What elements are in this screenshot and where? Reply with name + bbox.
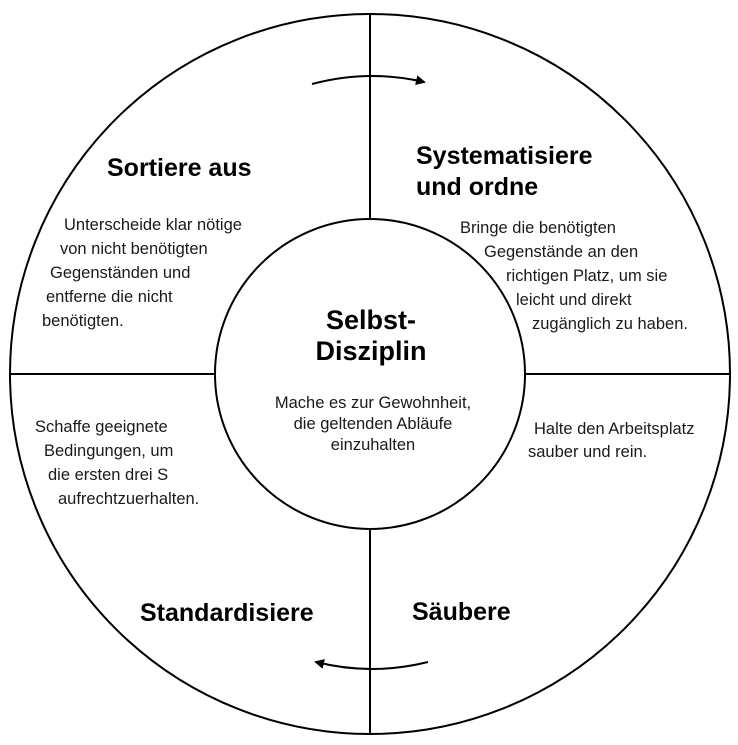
clockwise-arrow-bottom xyxy=(314,659,429,670)
desc-line: Gegenstände an den xyxy=(484,243,639,261)
center-title-line: Disziplin xyxy=(315,336,427,366)
desc-line: Halte den Arbeitsplatz xyxy=(534,420,695,438)
desc-line: Bringe die benötigten xyxy=(460,219,616,237)
center-description: Mache es zur Gewohnheit, die geltenden A… xyxy=(220,393,526,456)
desc-line: Gegenständen und xyxy=(50,264,191,282)
title-line: und ordne xyxy=(416,173,539,201)
desc-line: Schaffe geeignete xyxy=(35,418,168,436)
desc-line: von nicht benötigten xyxy=(60,240,208,258)
center-desc-line: die geltenden Abläufe xyxy=(293,415,453,433)
desc-line: sauber und rein. xyxy=(528,443,648,461)
step-sort-title: Sortiere aus xyxy=(107,154,252,182)
step-order-description: Bringe die benötigten Gegenstände an den… xyxy=(460,216,688,336)
desc-line: entferne die nicht xyxy=(46,288,173,306)
center-desc-line: Mache es zur Gewohnheit, xyxy=(274,394,472,412)
step-clean-title: Säubere xyxy=(412,598,511,626)
step-clean-description: Halte den Arbeitsplatz sauber und rein. xyxy=(528,418,695,464)
desc-line: Bedingungen, um xyxy=(44,442,174,460)
desc-line: richtigen Platz, um sie xyxy=(506,267,668,285)
clockwise-arrow-top xyxy=(311,74,426,86)
desc-line: Unterscheide klar nötige xyxy=(64,216,242,234)
step-order-title: Systematisiere und ordne xyxy=(416,141,593,203)
title-line: Systematisiere xyxy=(416,142,593,170)
desc-line: die ersten drei S xyxy=(48,466,169,484)
desc-line: zugänglich zu haben. xyxy=(532,315,688,333)
center-title-line: Selbst- xyxy=(325,305,417,335)
center-title: Selbst- Disziplin xyxy=(220,305,522,367)
desc-line: aufrechtzuerhalten. xyxy=(58,490,200,508)
desc-line: benötigten. xyxy=(42,312,124,330)
center-desc-line: einzuhalten xyxy=(330,436,416,454)
step-sort-description: Unterscheide klar nötige von nicht benöt… xyxy=(42,213,242,333)
step-standardize-title: Standardisiere xyxy=(140,599,314,627)
step-standardize-description: Schaffe geeignete Bedingungen, um die er… xyxy=(35,415,199,511)
desc-line: leicht und direkt xyxy=(516,291,632,309)
